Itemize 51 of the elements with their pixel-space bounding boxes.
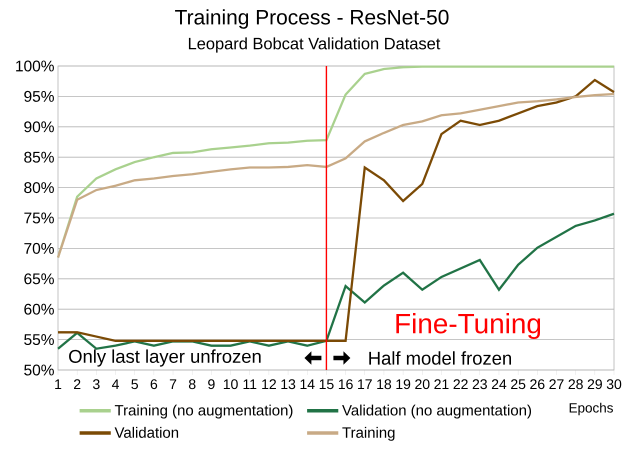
tick-label: 10 (224, 379, 238, 390)
legend-label: Validation (no augmentation) (342, 404, 532, 419)
y-tick-label: 55% (24, 334, 54, 346)
tick-label: 4 (112, 379, 119, 389)
y-tick-label: 100% (16, 60, 54, 72)
y-tick-label: 85% (24, 152, 54, 163)
legend-label: Training (no augmentation) (114, 404, 292, 419)
y-tick-label: 50% (24, 364, 54, 376)
chart-subtitle: Leopard Bobcat Validation Dataset (188, 37, 440, 53)
tick-label: 18 (377, 379, 392, 390)
tick-label: 28 (568, 379, 583, 390)
tick-label: 20 (415, 379, 430, 390)
annotation-text: Only last layer unfrozen (69, 349, 261, 367)
tick-label: 9 (208, 379, 215, 390)
annotation-text: Fine-Tuning (396, 313, 540, 339)
tick-label: 25 (511, 379, 526, 390)
tick-label: 14 (300, 379, 315, 389)
tick-label: 22 (454, 379, 468, 389)
tick-label: 29 (588, 379, 602, 390)
y-tick-label: 65% (24, 273, 54, 284)
tick-label: 11 (244, 379, 256, 389)
tick-label: 13 (281, 379, 296, 390)
tick-label: 3 (93, 379, 100, 390)
legend-label: Training (342, 426, 394, 441)
y-tick-label: 80% (24, 182, 54, 194)
legend-label: Validation (114, 426, 178, 438)
tick-label: 27 (549, 379, 564, 389)
tick-label: 15 (320, 379, 334, 390)
tick-label: 24 (492, 379, 506, 389)
tick-label: 16 (338, 379, 353, 390)
y-tick-label: 95% (24, 90, 54, 102)
chart-title: Training Process - ResNet-50 (175, 9, 449, 29)
y-tick-label: 90% (24, 121, 54, 132)
y-tick-label: 70% (24, 242, 54, 254)
tick-label: 23 (472, 379, 487, 390)
y-tick-label: 60% (24, 304, 54, 315)
tick-label: 26 (530, 379, 544, 390)
tick-label: 5 (131, 379, 138, 390)
tick-label: 19 (396, 379, 410, 390)
tick-label: 8 (188, 379, 196, 390)
tick-label: 17 (358, 379, 372, 389)
tick-label: 21 (434, 379, 449, 389)
tick-label: 7 (170, 379, 176, 389)
tick-label: 6 (150, 379, 158, 390)
annotation-text: Half model frozen (369, 351, 511, 365)
tick-label: 2 (74, 379, 80, 389)
tick-label: 1 (55, 379, 62, 389)
tick-label: 12 (262, 379, 276, 389)
y-tick-label: 75% (24, 212, 54, 224)
axis-title: Epochs (570, 402, 613, 416)
tick-label: 30 (606, 379, 622, 390)
